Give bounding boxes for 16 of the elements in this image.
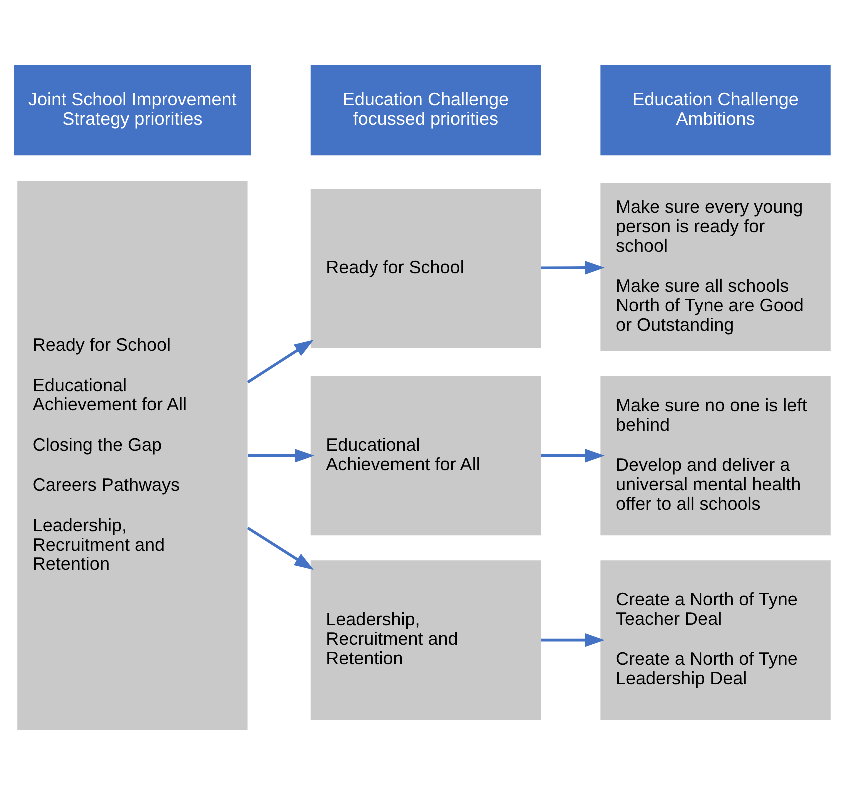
node-box: Joint School Improvement Strategy priorities [14, 66, 252, 156]
node-box: Create a North of Tyne Teacher Deal Create a North of Tyne Leadership Deal [600, 560, 831, 720]
node-box: Ready for School Educational Achievement for All Closing the Gap Careers Pathways Leadership, Recruitment and Retention [18, 181, 248, 730]
node-box: Education Challenge focussed priorities [310, 66, 542, 156]
node-box: Make sure no one is left behind Develop and deliver a universal mental health offer to all schools [600, 376, 831, 536]
node-box: Leadership, Recruitment and Retention [310, 560, 542, 720]
node-box: Make sure every young person is ready for school Make sure all schools North of Tyne are Good or Outstanding [600, 183, 831, 352]
arrow [541, 261, 605, 275]
arrow [247, 527, 314, 570]
arrow [248, 449, 315, 463]
arrow [541, 449, 605, 463]
arrow [247, 340, 314, 384]
node-box: Educational Achievement for All [310, 376, 542, 536]
arrow [541, 634, 605, 648]
node-box: Education Challenge Ambitions [600, 66, 831, 156]
node-box: Ready for School [310, 188, 542, 348]
